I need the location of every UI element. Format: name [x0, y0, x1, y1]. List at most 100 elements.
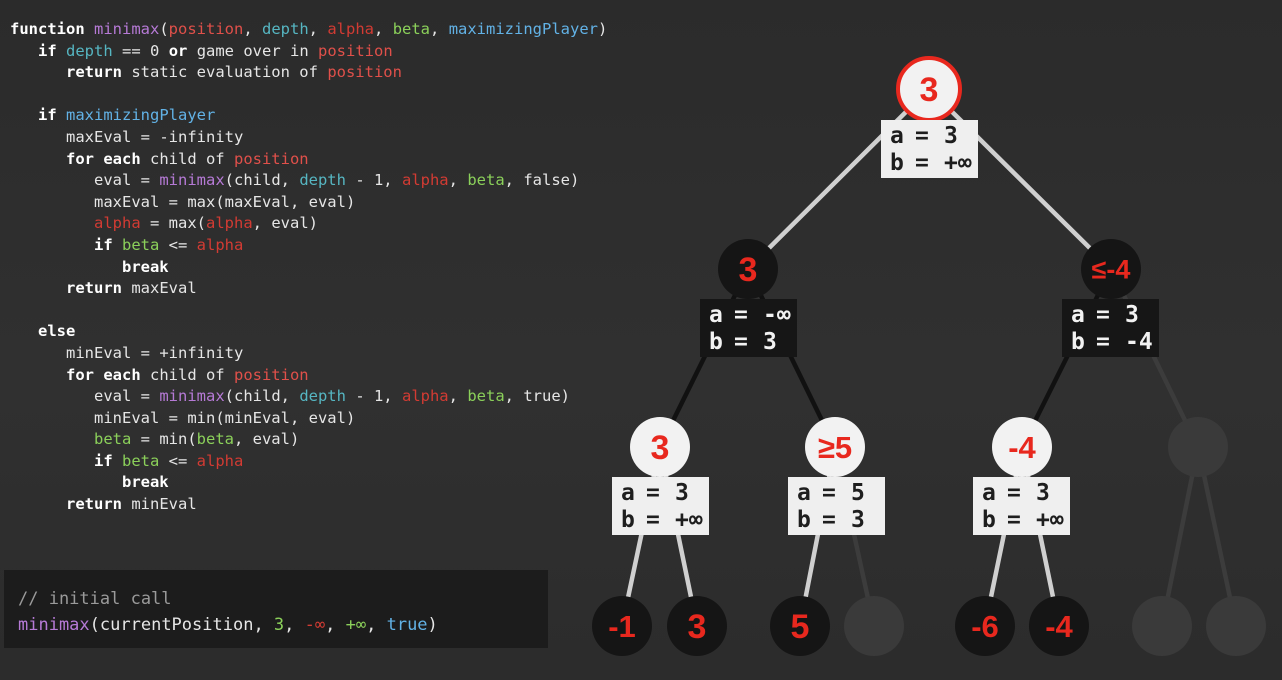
code-token: child of	[140, 365, 234, 384]
tree-node-n-right	[1081, 239, 1141, 299]
code-token: maxEval	[122, 279, 197, 298]
beta-symbol: b	[621, 507, 635, 533]
equals-sign: =	[1096, 329, 1110, 355]
code-token: position	[233, 365, 309, 384]
node-value-leaf-3: 5	[791, 608, 810, 646]
code-token: beta	[467, 171, 505, 190]
equals-sign: =	[915, 123, 929, 149]
code-token: static evaluation of	[122, 63, 328, 82]
code-token: for each	[66, 149, 141, 168]
node-value-leaf-6: -4	[1045, 609, 1073, 644]
code-token: minEval = min(minEval, eval)	[94, 408, 356, 427]
code-token: alpha	[196, 451, 244, 470]
code-token: )	[427, 615, 438, 635]
initial-call-comment: // initial call	[18, 589, 172, 609]
alpha-beta-labels: a=3b=+∞a=-∞b=3a=3b=-4a=3b=+∞a=5b=3a=3b=+…	[612, 120, 1159, 535]
pseudocode-block: function minimax(position, depth, alpha,…	[10, 20, 608, 514]
code-token: maxEval = max(maxEval, eval)	[94, 192, 356, 211]
code-token: = min(	[131, 430, 197, 449]
code-token: beta	[122, 451, 160, 470]
code-token: position	[318, 41, 393, 60]
code-token: = max(	[140, 214, 206, 233]
code-token: currentPosition	[99, 615, 254, 635]
alpha-beta-box-n-rl	[973, 477, 1070, 535]
alpha-value-n-lr: 5	[851, 480, 865, 506]
node-value-n-lr: ≥5	[818, 430, 852, 465]
code-token: -∞	[304, 615, 326, 635]
alpha-beta-box-root	[881, 120, 978, 178]
code-token: position	[168, 20, 244, 38]
tree-node-leaf-7	[1132, 596, 1192, 656]
equals-sign: =	[822, 480, 836, 506]
alpha-beta-box-n-lr	[788, 477, 885, 535]
tree-node-n-rr	[1168, 417, 1228, 477]
tree-edge-n-ll-leaf-1	[619, 444, 663, 629]
initial-call-code: // initial call minimax(currentPosition,…	[18, 586, 438, 638]
alpha-symbol: a	[621, 480, 635, 506]
code-token: depth	[262, 20, 309, 38]
alpha-value-n-right: 3	[1125, 302, 1139, 328]
code-token: (child,	[224, 171, 300, 190]
tree-node-n-lr	[805, 417, 865, 477]
tree-edge-n-lr-leaf-4	[832, 444, 877, 629]
tree-edge-n-rl-leaf-5	[982, 444, 1025, 629]
tree-edge-n-ll-leaf-2	[657, 444, 700, 629]
beta-value-n-right: -4	[1125, 329, 1153, 355]
beta-symbol: b	[797, 507, 811, 533]
node-value-leaf-2: 3	[688, 608, 707, 646]
code-token: if	[94, 235, 113, 254]
alpha-symbol: a	[797, 480, 811, 506]
code-token: alpha	[401, 171, 449, 190]
code-token: , true)	[504, 387, 570, 406]
code-token: - 1,	[345, 171, 402, 190]
alpha-symbol: a	[1071, 302, 1085, 328]
code-token: minimax	[18, 615, 90, 635]
code-token: return	[66, 279, 122, 298]
tree-node-n-rl	[992, 417, 1052, 477]
code-token: child of	[140, 149, 234, 168]
code-token: , false)	[504, 171, 580, 190]
node-value-leaf-5: -6	[971, 609, 999, 644]
tree-edge-n-right-n-rl	[1019, 266, 1114, 450]
code-token: maximizingPlayer	[448, 20, 598, 38]
beta-value-root: +∞	[944, 150, 972, 176]
code-token: or	[168, 41, 188, 60]
code-token: ,	[284, 615, 305, 635]
node-value-leaf-1: -1	[608, 609, 636, 644]
code-token: minEval	[122, 495, 197, 514]
code-token: eval =	[94, 171, 160, 190]
tree-edge-root-n-left	[745, 86, 932, 272]
code-token: beta	[392, 20, 431, 38]
code-token: beta	[467, 387, 505, 406]
equals-sign: =	[822, 507, 836, 533]
tree-node-leaf-1	[592, 596, 652, 656]
beta-symbol: b	[982, 507, 996, 533]
code-token: ,	[325, 615, 346, 635]
alpha-beta-box-n-ll	[612, 477, 709, 535]
code-token: maxEval = -infinity	[66, 127, 244, 146]
tree-edge-n-rr-leaf-7	[1159, 444, 1201, 629]
tree-node-leaf-2	[667, 596, 727, 656]
tree-node-leaf-3	[770, 596, 830, 656]
equals-sign: =	[1096, 302, 1110, 328]
tree-edge-n-rl-leaf-6	[1019, 444, 1062, 629]
tree-edge-n-right-n-rr	[1108, 266, 1201, 450]
beta-symbol: b	[709, 329, 723, 355]
code-token: ,	[253, 615, 274, 635]
initial-call-box: // initial call minimax(currentPosition,…	[4, 570, 548, 648]
code-token: game over in	[187, 41, 319, 60]
code-token: depth	[66, 41, 113, 60]
node-value-n-rl: -4	[1008, 430, 1036, 465]
code-token: beta	[196, 430, 234, 449]
code-token: alpha	[196, 235, 244, 254]
tree-edges	[619, 86, 1239, 629]
alpha-value-n-left: -∞	[763, 302, 791, 328]
alpha-value-n-ll: 3	[675, 480, 689, 506]
tree-edge-n-left-n-lr	[745, 266, 838, 450]
beta-value-n-ll: +∞	[675, 507, 703, 533]
alpha-symbol: a	[890, 123, 904, 149]
tree-node-n-ll	[630, 417, 690, 477]
code-token: minimax	[159, 387, 225, 406]
code-token: == 0	[112, 41, 169, 60]
